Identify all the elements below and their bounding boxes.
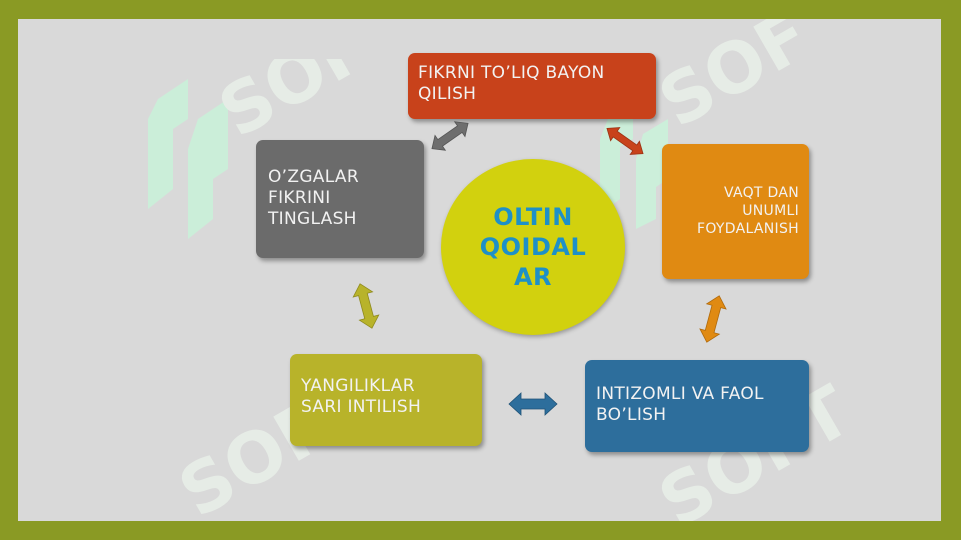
box-top-line-2: QILISH xyxy=(418,84,477,104)
bottomright-bottomleft-arrow xyxy=(508,391,558,417)
box-yangiliklar-sari-intilish: YANGILIKLAR SARI INTILISH xyxy=(290,354,482,446)
center-circle-oltin-qoidalar: OLTIN QOIDAL AR xyxy=(441,159,625,335)
box-br-line-2: BO’LISH xyxy=(596,405,667,425)
left-top-arrow xyxy=(428,120,472,152)
box-bl-line-2: SARI INTILISH xyxy=(301,397,422,417)
bottomleft-left-arrow xyxy=(351,281,381,331)
box-left-line-3: TINGLASH xyxy=(268,209,357,229)
svg-text:SOF: SOF xyxy=(646,19,824,144)
box-br-line-1: INTIZOMLI VA FAOL xyxy=(596,384,764,404)
box-bl-line-1: YANGILIKLAR xyxy=(301,376,415,396)
box-left-line-2: FIKRINI xyxy=(268,188,331,208)
right-bottomright-arrow xyxy=(698,293,728,345)
center-line-2: QOIDAL xyxy=(479,233,587,261)
box-left-line-1: O’ZGALAR xyxy=(268,167,359,187)
box-right-line-2: UNUMLI xyxy=(742,203,799,219)
box-right-line-3: FOYDALANISH xyxy=(697,221,799,237)
center-line-1: OLTIN xyxy=(493,203,573,231)
box-vaqtdan-unumli-foydalanish: VAQT DAN UNUMLI FOYDALANISH xyxy=(662,144,809,279)
box-intizomli-va-faol-bolish: INTIZOMLI VA FAOL BO’LISH xyxy=(585,360,809,452)
top-right-arrow xyxy=(603,123,647,159)
box-ozgalar-fikrini-tinglash: O’ZGALAR FIKRINI TINGLASH xyxy=(256,140,424,258)
box-fikrni-bayon-qilish: FIKRNI TO’LIQ BAYON QILISH xyxy=(408,53,656,119)
slide: SOF SOF SOFT SOFT FIKRNI T xyxy=(18,19,941,521)
box-right-line-1: VAQT DAN xyxy=(723,185,799,201)
center-line-3: AR xyxy=(513,263,553,291)
box-top-line-1: FIKRNI TO’LIQ BAYON xyxy=(418,63,605,83)
